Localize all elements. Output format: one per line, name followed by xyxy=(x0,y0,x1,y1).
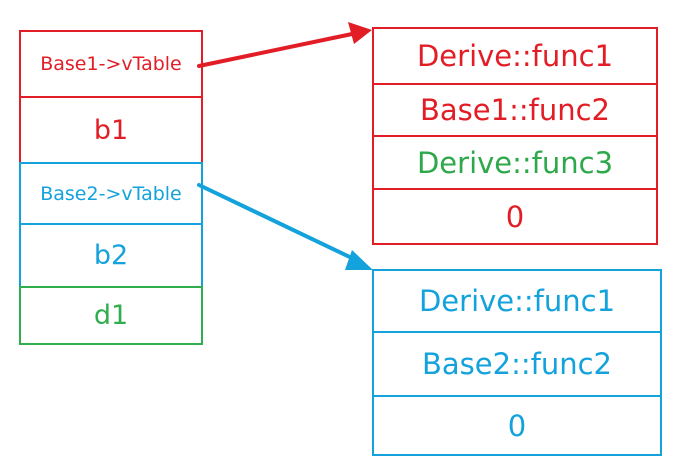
base1-vtable-pointer-cell: Base1->vTable xyxy=(19,30,203,98)
base2-vtable-pointer-label: Base2->vTable xyxy=(40,182,182,205)
base1-vtable-arrow xyxy=(197,22,372,68)
member-b1-cell: b1 xyxy=(19,96,203,164)
vtable-entry-label: Derive::func1 xyxy=(416,39,614,73)
base2-vtable-entry: Base2::func2 xyxy=(372,331,662,397)
base2-vtable-pointer-cell: Base2->vTable xyxy=(19,162,203,225)
member-d1-cell: d1 xyxy=(19,286,203,345)
base1-vtable-terminator: 0 xyxy=(372,188,658,245)
vtable-entry-label: Base1::func2 xyxy=(420,93,610,127)
base1-vtable-entry: Derive::func3 xyxy=(372,135,658,190)
member-b2-cell: b2 xyxy=(19,223,203,288)
member-d1-label: d1 xyxy=(93,300,129,331)
base1-vtable-pointer-label: Base1->vTable xyxy=(40,53,182,75)
base2-vtable-arrow xyxy=(197,183,373,270)
vtable-entry-label: 0 xyxy=(505,199,525,234)
vtable-entry-label: 0 xyxy=(507,408,527,443)
member-b1-label: b1 xyxy=(93,114,129,146)
vtable-entry-label: Derive::func1 xyxy=(418,284,616,318)
base1-vtable-entry: Base1::func2 xyxy=(372,83,658,137)
base2-vtable-terminator: 0 xyxy=(372,395,662,456)
vtable-entry-label: Base2::func2 xyxy=(422,347,612,381)
base1-vtable-entry: Derive::func1 xyxy=(372,27,658,85)
vtable-entry-label: Derive::func3 xyxy=(416,145,614,180)
base2-vtable-entry: Derive::func1 xyxy=(372,269,662,333)
member-b2-label: b2 xyxy=(93,240,129,271)
